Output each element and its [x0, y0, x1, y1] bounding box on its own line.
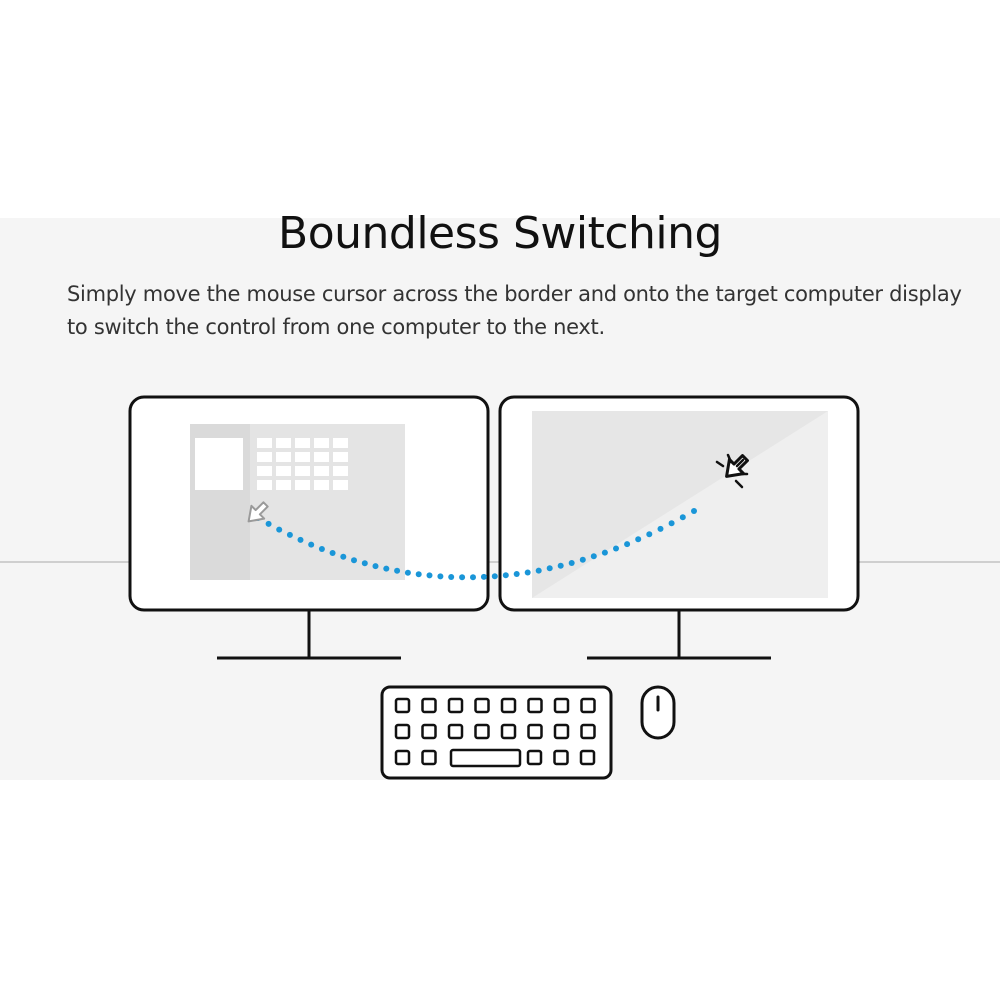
path-dot: [372, 563, 379, 570]
left-screen-panel: [195, 438, 243, 490]
path-dot: [646, 531, 653, 538]
window-tile: [333, 466, 348, 476]
keyboard-key: [474, 723, 490, 740]
keyboard-key: [527, 723, 543, 740]
keyboard-key: [394, 697, 411, 714]
path-dot: [297, 536, 304, 543]
window-tile: [333, 452, 348, 462]
path-dot: [415, 571, 422, 578]
path-dot: [513, 571, 520, 577]
window-tile: [314, 480, 329, 490]
path-dot: [404, 569, 411, 576]
window-tile: [257, 480, 272, 490]
left-monitor: [128, 395, 490, 660]
keyboard-key: [421, 723, 437, 740]
keyboard-key: [394, 723, 411, 740]
path-dot: [470, 574, 476, 581]
keyboard-key: [527, 697, 543, 714]
window-tile: [276, 466, 291, 476]
keyboard-key: [553, 749, 569, 766]
window-tile: [314, 466, 329, 476]
path-dot: [459, 574, 466, 581]
path-dot: [318, 546, 325, 552]
path-dot: [361, 560, 368, 567]
window-tile: [276, 438, 291, 448]
path-dot: [679, 514, 686, 521]
window-tile: [314, 438, 329, 448]
window-tile: [295, 466, 310, 476]
path-dot: [351, 557, 357, 564]
description-text: Simply move the mouse cursor across the …: [67, 282, 962, 339]
mouse-icon: [640, 685, 676, 740]
window-tile: [295, 438, 310, 448]
path-dot: [286, 531, 293, 538]
keyboard-key: [500, 723, 517, 740]
window-tile: [295, 480, 310, 490]
path-dot: [691, 508, 697, 514]
left-screen-tiles: [257, 438, 348, 490]
keyboard-key: [579, 749, 596, 766]
path-dot: [426, 572, 433, 579]
window-tile: [276, 452, 291, 462]
window-tile: [333, 480, 348, 490]
path-dot: [668, 520, 675, 527]
keyboard-key: [526, 749, 543, 766]
path-dot: [546, 565, 553, 572]
path-dot: [601, 549, 608, 556]
path-dot: [579, 556, 586, 563]
path-dot: [448, 574, 455, 580]
window-tile: [295, 452, 310, 462]
window-tile: [257, 452, 272, 462]
path-dot: [265, 520, 272, 527]
path-dot: [383, 565, 390, 572]
window-tile: [276, 480, 291, 490]
window-tile: [314, 452, 329, 462]
cursor-path: [255, 508, 697, 581]
keyboard-key: [580, 723, 596, 740]
path-dot: [613, 545, 619, 552]
path-dot: [624, 541, 631, 548]
keyboard-key: [580, 697, 596, 714]
path-dot: [524, 569, 531, 576]
path-dot: [276, 526, 283, 533]
pointer-cursor-icon: [247, 501, 269, 523]
window-tile: [333, 438, 348, 448]
keyboard-key: [394, 749, 411, 766]
keyboard-key: [447, 723, 464, 740]
keyboard-icon: [380, 685, 613, 780]
path-dot: [394, 567, 401, 574]
window-tile: [257, 466, 272, 476]
page-title: Boundless Switching: [278, 208, 722, 259]
keyboard-key: [421, 697, 437, 714]
keyboard-key: [447, 697, 464, 714]
path-dot: [308, 541, 315, 548]
path-dot: [568, 560, 575, 566]
keyboard-key: [553, 723, 570, 740]
right-monitor: [498, 395, 860, 660]
path-dot: [590, 553, 597, 560]
keyboard-key: [421, 749, 437, 766]
window-tile: [257, 438, 272, 448]
path-dot: [491, 573, 498, 580]
path-dot: [329, 550, 336, 556]
path-dot: [340, 553, 347, 560]
spacebar-key: [449, 748, 522, 768]
keyboard-key: [474, 697, 490, 714]
keyboard-key: [553, 697, 570, 714]
path-dot: [557, 562, 564, 569]
path-dot: [657, 525, 664, 532]
path-dot: [635, 536, 642, 543]
path-dot: [535, 567, 542, 574]
path-dot: [437, 573, 444, 580]
keyboard-key: [500, 697, 517, 714]
path-dot: [480, 573, 487, 580]
path-dot: [502, 572, 509, 579]
click-burst-icon: [715, 453, 749, 489]
